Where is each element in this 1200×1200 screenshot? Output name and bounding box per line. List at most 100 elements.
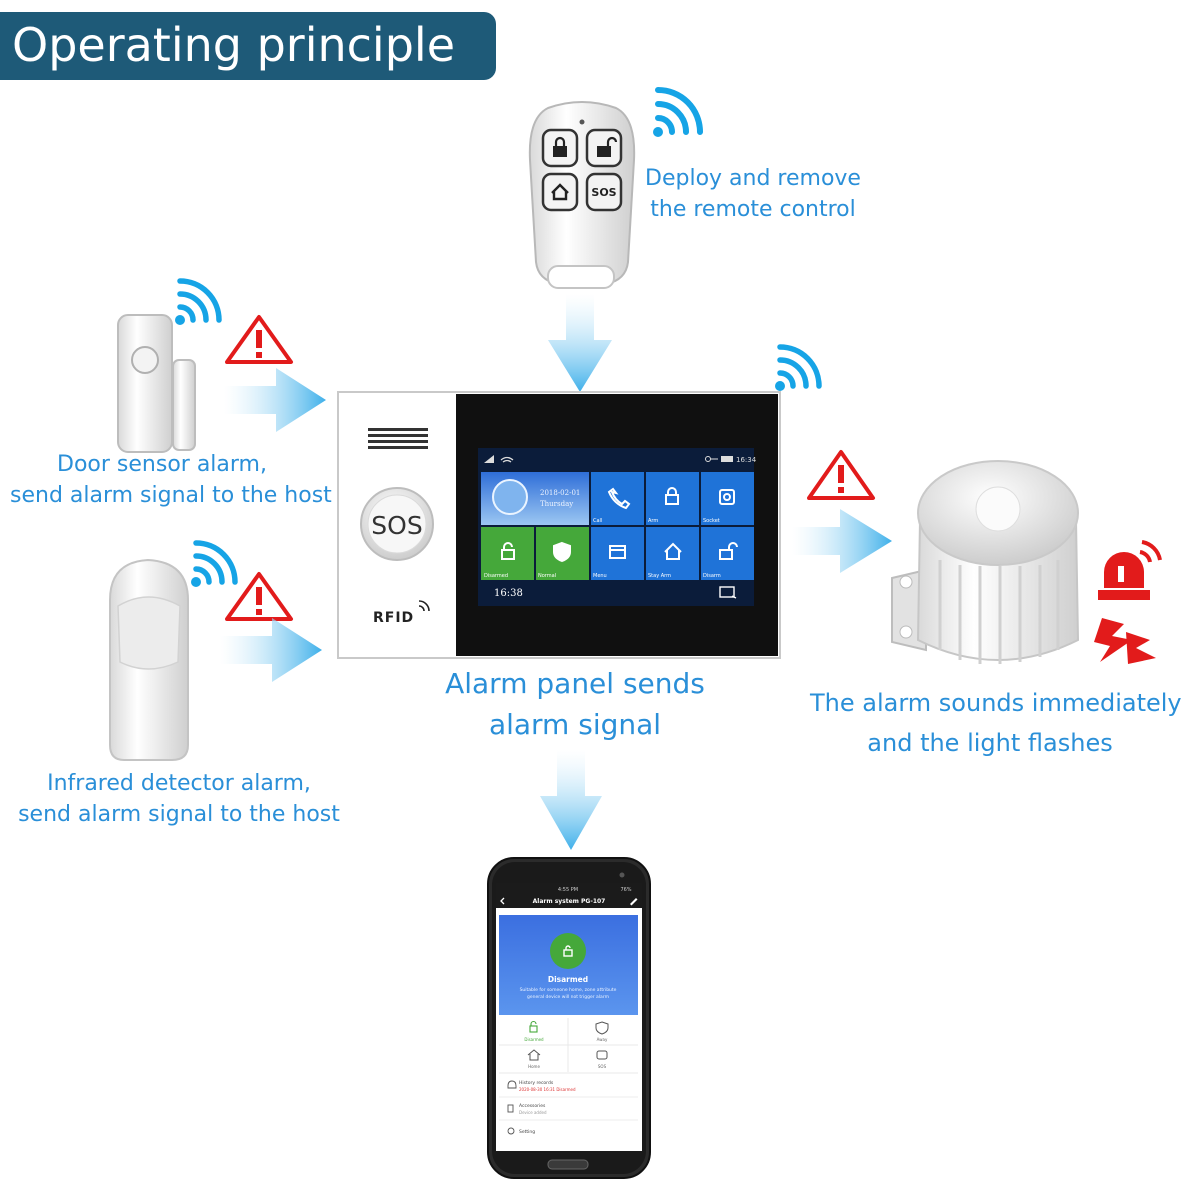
phone-icon: [607, 487, 631, 510]
disarmed-status-icon[interactable]: [550, 933, 586, 969]
caption-remote-line-1: Deploy and remove: [645, 166, 861, 191]
mode-label-away: Away: [597, 1037, 608, 1042]
device-icon: [507, 1104, 514, 1113]
caption-door: Door sensor alarm, send alarm signal to …: [10, 450, 332, 512]
shield-icon: [553, 541, 571, 563]
caption-door-line-2: send alarm signal to the host: [10, 482, 332, 508]
edit-icon[interactable]: [630, 898, 638, 906]
phone-battery: 76%: [620, 887, 631, 893]
arrow-door-to-panel: [224, 368, 326, 432]
mode-away[interactable]: Away: [595, 1021, 609, 1042]
tile-disarmed: [481, 527, 534, 580]
history-label: History records: [519, 1080, 554, 1086]
mode-label-home: Home: [528, 1064, 540, 1069]
gear-icon: [507, 1127, 515, 1135]
tile-label-disarm: Disarm: [703, 573, 721, 579]
panel-status-time: 16:34: [736, 456, 757, 464]
page-title: Operating principle: [12, 18, 455, 72]
alarm-panel: SOS RFID 16:34 2018-02-01 Thursday: [337, 391, 781, 659]
tile-label-disarmed: Disarmed: [484, 573, 508, 579]
caption-panel-line-1: Alarm panel sends: [445, 667, 705, 700]
signal-icon: [484, 455, 494, 463]
caption-siren-line-2: and the light flashes: [867, 728, 1113, 757]
panel-date: 2018-02-01: [540, 489, 580, 497]
alarm-light-icon: [1098, 540, 1162, 600]
disarm-unlock-icon: [719, 542, 738, 560]
arrow-panel-to-siren: [792, 509, 892, 573]
warning-icon-infrared: [225, 572, 293, 621]
remote-control: SOS: [528, 101, 636, 289]
wifi-small-icon: [500, 456, 514, 463]
caption-panel-line-2: alarm signal: [488, 707, 662, 741]
app-title: Alarm system PG-107: [533, 898, 606, 905]
app-state-desc-1: Suitable for someone home, zone attribut…: [520, 987, 617, 993]
caption-siren-line-1: The alarm sounds immediately: [810, 689, 1182, 717]
back-icon[interactable]: [500, 897, 505, 905]
socket-icon: [719, 489, 735, 505]
arm-lock-icon: [665, 487, 679, 505]
door-sensor: [117, 314, 196, 453]
accessories-sub: Device added: [519, 1110, 547, 1115]
accessories-row[interactable]: Accessories Device added: [507, 1103, 547, 1115]
globe-icon: [492, 479, 528, 515]
tile-menu: [591, 527, 644, 580]
bell-icon: [507, 1080, 517, 1089]
app-state-desc-2: general device will not trigger alarm: [527, 994, 609, 1000]
panel-sos-button-label: SOS: [371, 511, 422, 540]
lock-icon: [553, 136, 567, 157]
warning-icon-door: [225, 315, 293, 364]
caption-infrared-line-2: send alarm signal to the host: [18, 801, 340, 827]
tile-arm: [646, 472, 699, 525]
arrow-panel-to-phone: [540, 750, 602, 850]
wifi-icon-door: [175, 278, 222, 325]
caption-remote: Deploy and remove the remote control: [640, 164, 866, 226]
remote-sos-label: SOS: [591, 186, 616, 199]
wifi-icon-infrared: [191, 540, 238, 587]
setting-label: Setting: [519, 1129, 535, 1135]
title-banner: Operating principle: [0, 12, 496, 80]
caption-remote-line-2: the remote control: [650, 196, 856, 222]
key-icon: [705, 456, 718, 462]
history-entry: 2020-08-30 16:31 Disarmed: [519, 1087, 576, 1092]
tile-label-normal: Normal: [538, 573, 556, 579]
caption-siren: The alarm sounds immediately and the lig…: [810, 684, 1182, 763]
tile-label-stay-arm: Stay Arm: [648, 573, 671, 579]
tile-label-arm: Arm: [648, 518, 658, 524]
arrow-remote-to-panel: [548, 294, 612, 392]
caption-panel: Alarm panel sends alarm signal: [420, 664, 730, 745]
tile-stay-arm: [646, 527, 699, 580]
rfid-icon: [418, 600, 430, 612]
stay-home-icon: [664, 542, 682, 560]
speaker-grille: [368, 428, 428, 449]
wifi-icon-panel: [775, 344, 822, 391]
siren: [891, 460, 1080, 664]
mode-home[interactable]: Home: [527, 1049, 540, 1069]
tile-label-call: Call: [593, 518, 602, 524]
home-icon: [551, 183, 569, 201]
menu-icon: [609, 545, 626, 559]
infrared-detector: [109, 558, 189, 761]
warning-icon-siren: [807, 450, 875, 500]
panel-weekday: Thursday: [540, 500, 573, 508]
arrow-infrared-to-panel: [220, 618, 322, 682]
mode-label-sos: SOS: [598, 1064, 607, 1069]
phone-status-time: 4:55 PM: [558, 887, 578, 893]
wifi-icon-remote: [653, 87, 703, 137]
tile-socket: [701, 472, 754, 525]
tile-call: [591, 472, 644, 525]
disarmed-lock-icon: [501, 542, 515, 560]
tile-label-menu: Menu: [593, 573, 607, 579]
setting-row[interactable]: Setting: [507, 1127, 535, 1135]
mode-sos[interactable]: SOS: [596, 1050, 608, 1069]
mode-disarmed[interactable]: Disarmed: [524, 1020, 544, 1043]
app-state-title: Disarmed: [548, 975, 588, 984]
battery-icon: [721, 456, 733, 462]
caption-infrared-line-1: Infrared detector alarm,: [47, 771, 311, 796]
history-row[interactable]: History records 2020-08-30 16:31 Disarme…: [507, 1080, 576, 1092]
sound-burst-icon: [1094, 618, 1156, 664]
mode-label-disarmed: Disarmed: [524, 1037, 544, 1042]
panel-clock: 16:38: [494, 588, 523, 599]
tile-label-socket: Socket: [703, 518, 720, 524]
accessories-label: Accessories: [519, 1103, 546, 1109]
